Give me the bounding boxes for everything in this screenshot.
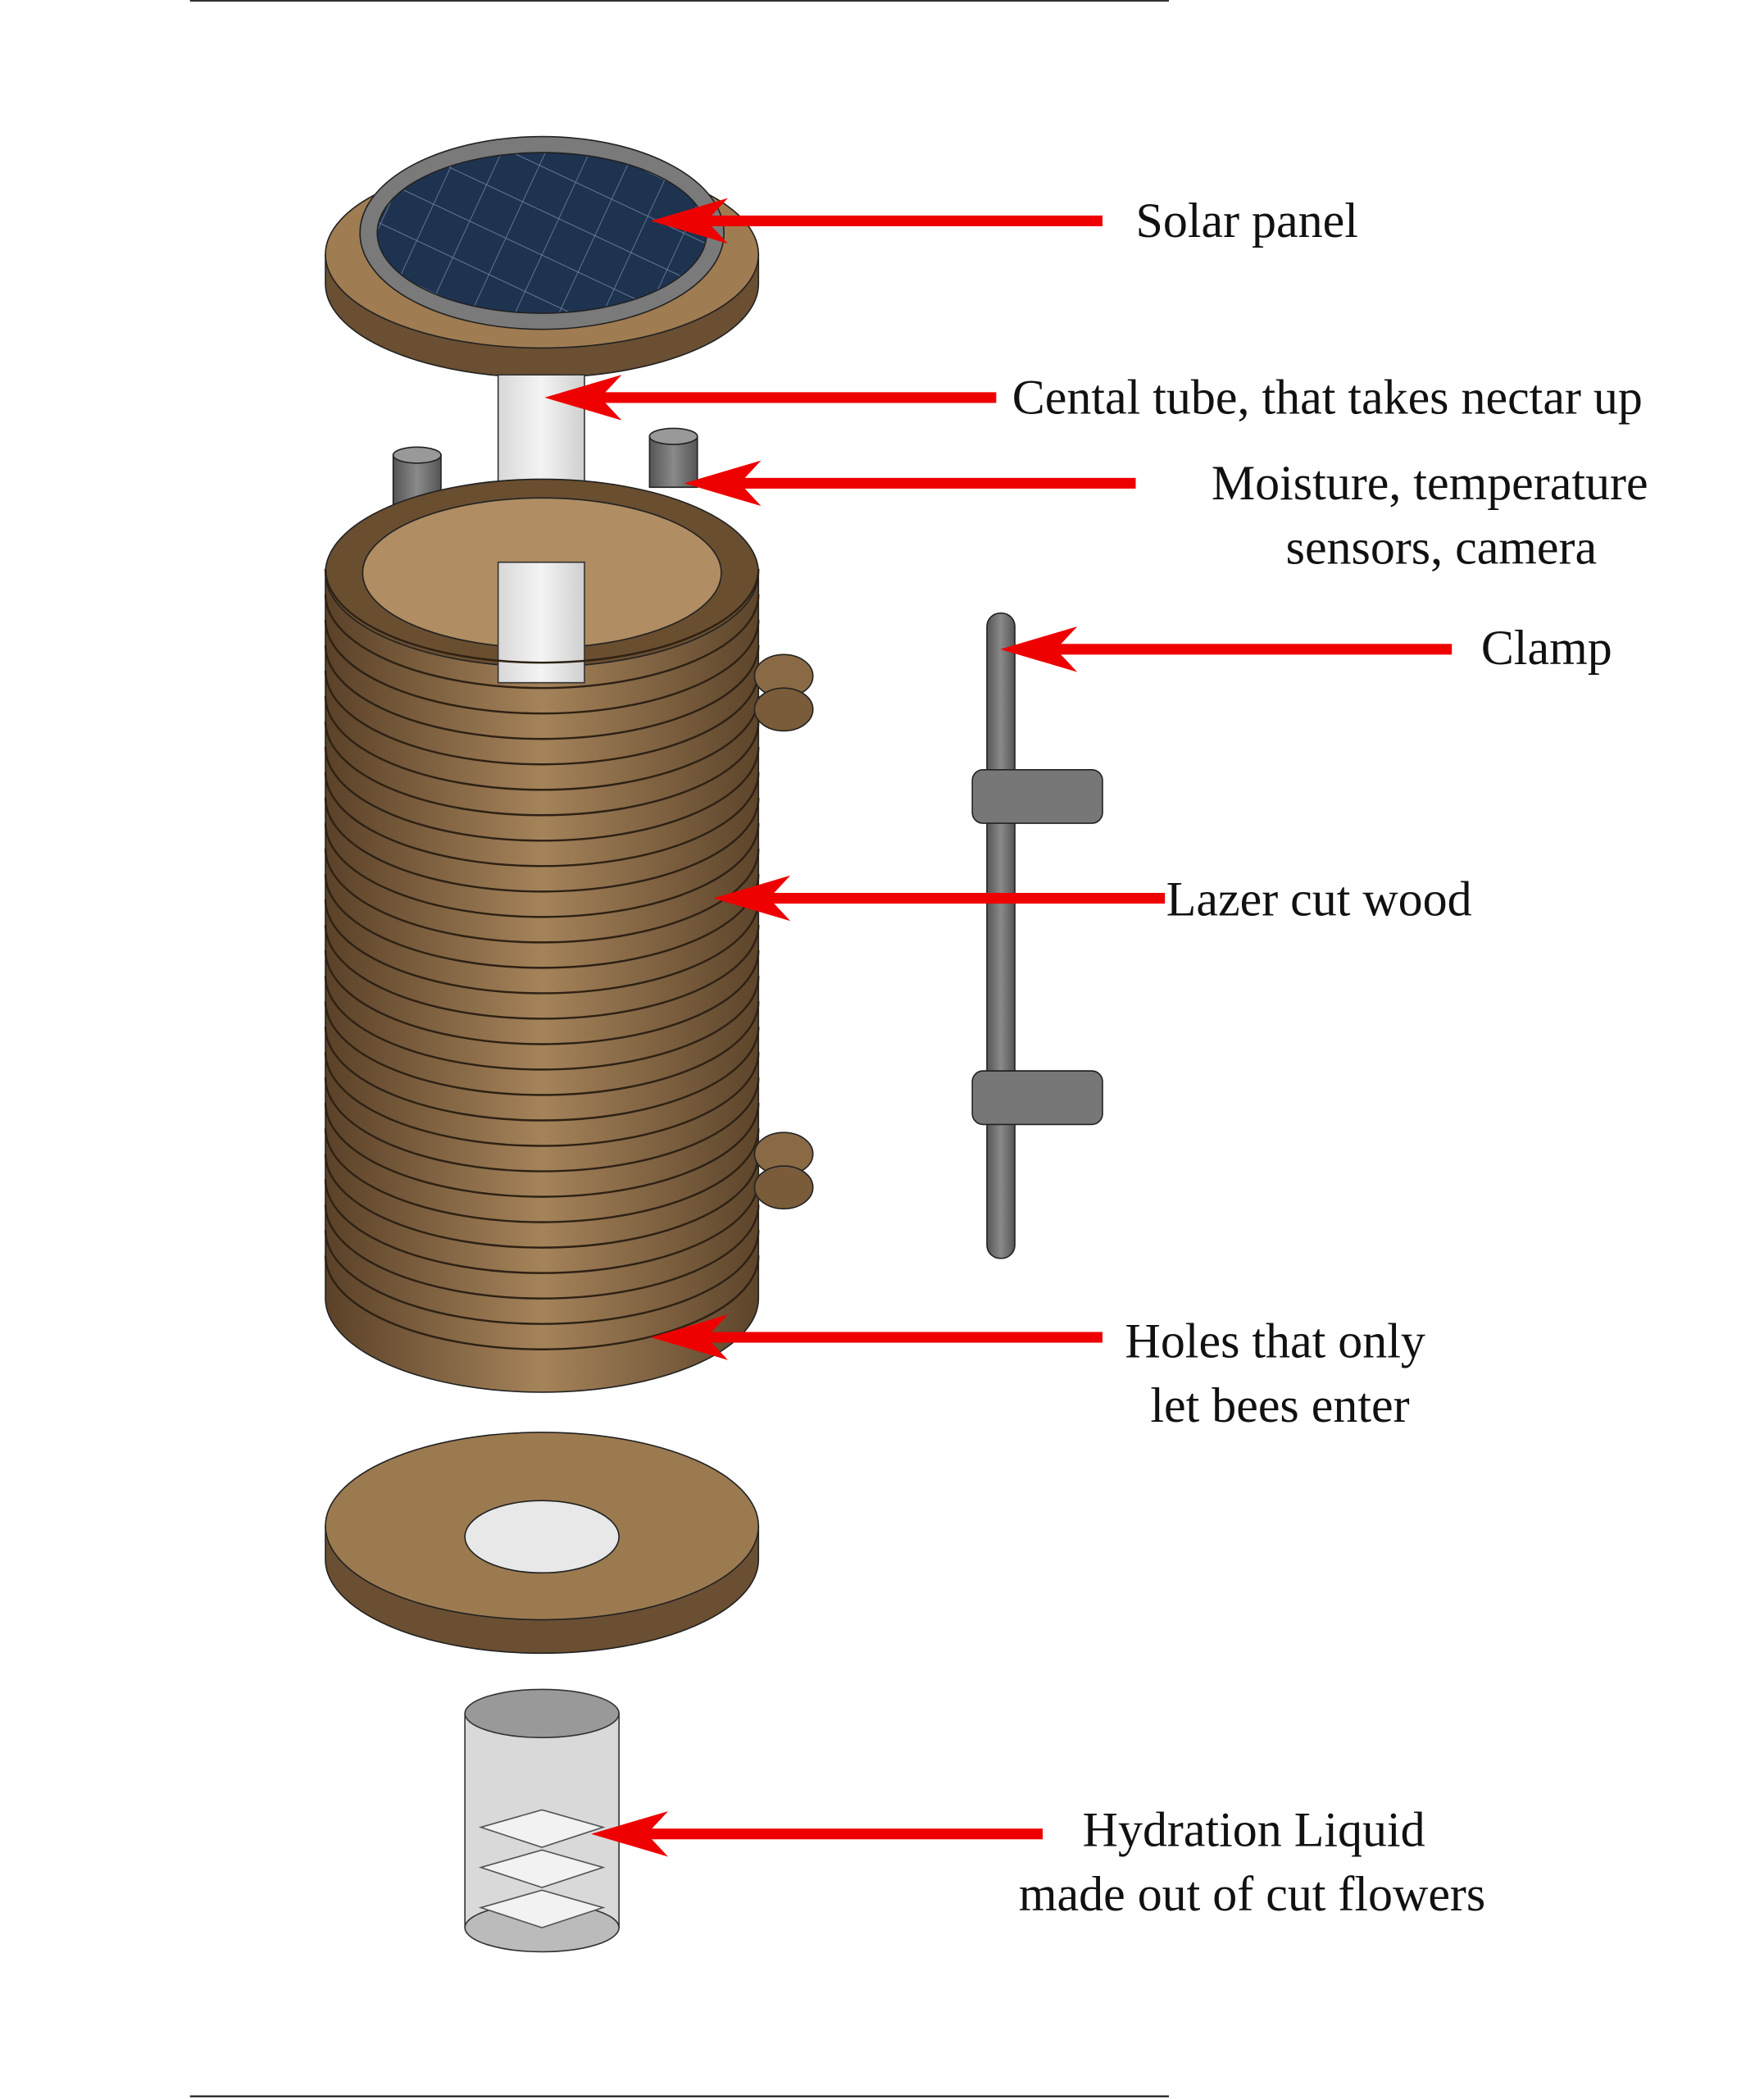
- wood-ring: [324, 798, 760, 893]
- arrow-central-tube: [544, 375, 997, 421]
- label-holes-line1: Holes that only: [1125, 1314, 1425, 1368]
- label-clamp: Clamp: [1481, 621, 1612, 676]
- wood-ring: [324, 1154, 760, 1249]
- arrow-wood: [713, 875, 1166, 922]
- wood-ring: [324, 721, 760, 817]
- mounting-tabs: [753, 653, 814, 1210]
- wood-ring: [324, 695, 760, 791]
- label-sensors-line2: sensors, camera: [1286, 520, 1598, 575]
- arrow-holes: [651, 1314, 1102, 1360]
- wood-ring: [324, 1179, 760, 1274]
- label-holes-line2: let bees enter: [1150, 1378, 1409, 1433]
- wood-ring: [324, 1052, 760, 1147]
- wood-ring: [324, 1027, 760, 1122]
- sensors: [392, 427, 698, 507]
- wood-ring: [324, 619, 760, 715]
- wood-cylinder: [324, 478, 814, 1393]
- wood-ring: [324, 1001, 760, 1096]
- label-solar-panel: Solar panel: [1136, 194, 1358, 248]
- wood-ring: [324, 1230, 760, 1325]
- base-disc: [325, 1432, 760, 1655]
- wood-ring: [324, 568, 760, 664]
- wood-ring: [324, 1103, 760, 1198]
- wood-ring: [324, 1204, 760, 1300]
- label-sensors-line1: Moisture, temperature: [1212, 456, 1648, 511]
- wood-ring: [324, 976, 760, 1071]
- arrow-clamp: [1000, 626, 1453, 672]
- label-central-tube: Cental tube, that takes nectar up: [1012, 370, 1643, 425]
- wood-ring: [324, 823, 760, 918]
- solar-panel-lid: [325, 135, 760, 379]
- wood-ring: [324, 747, 760, 842]
- wood-ring: [324, 644, 760, 740]
- wood-ring: [324, 950, 760, 1045]
- label-hydration-line2: made out of cut flowers: [1019, 1867, 1485, 1922]
- wood-ring: [324, 899, 760, 995]
- label-wood: Lazer cut wood: [1166, 872, 1472, 927]
- wood-ring: [324, 1255, 760, 1350]
- solar-cells: [376, 152, 707, 314]
- arrow-hydration: [591, 1810, 1043, 1857]
- hydration-jar: [464, 1688, 620, 1953]
- wood-ring: [324, 1128, 760, 1223]
- label-hydration-line1: Hydration Liquid: [1083, 1802, 1425, 1857]
- wood-ring: [324, 594, 760, 690]
- wood-ring: [324, 1077, 760, 1172]
- wood-ring: [324, 925, 760, 1020]
- arrow-solar-panel: [651, 198, 1102, 244]
- wood-ring: [324, 772, 760, 867]
- clamp: [971, 612, 1103, 1259]
- arrow-sensors: [684, 460, 1136, 507]
- arrows: [544, 198, 1453, 1857]
- wood-ring: [324, 874, 760, 969]
- wood-ring: [324, 670, 760, 766]
